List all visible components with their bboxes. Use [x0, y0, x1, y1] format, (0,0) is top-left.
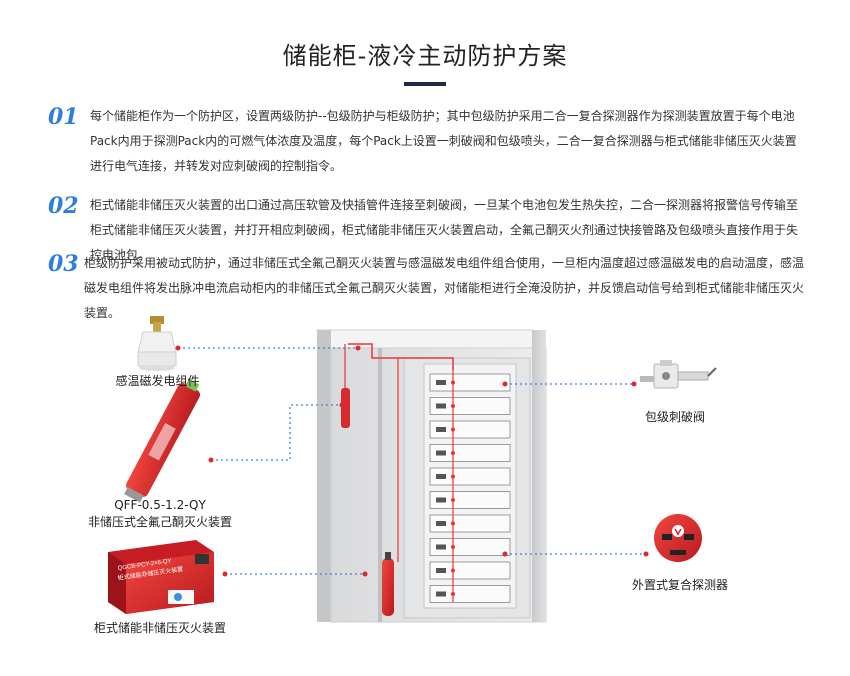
pack-handle — [436, 497, 446, 503]
item-number: 03 — [48, 251, 79, 277]
item-number: 02 — [48, 193, 79, 219]
battery-pack — [429, 538, 511, 556]
battery-pack — [429, 444, 511, 462]
title-underline — [404, 82, 446, 86]
detector-icon — [654, 514, 702, 562]
item-text: 柜式储能非储压灭火装置的出口通过高压软管及快插管件连接至刺破阀，一旦某个电池包发… — [90, 198, 799, 262]
pack-handle — [436, 474, 446, 479]
pack-handle — [436, 450, 446, 456]
pack-handle — [436, 403, 446, 409]
battery-pack — [429, 491, 511, 509]
label-pierce-valve: 包级刺破阀 — [644, 410, 705, 424]
connectors — [178, 347, 646, 575]
label-qff-name: 非储压式全氟己酮灭火装置 — [87, 515, 232, 529]
label-cabinet-device: 柜式储能非储压灭火装置 — [93, 621, 226, 635]
battery-pack — [429, 420, 511, 439]
battery-pack — [429, 397, 511, 415]
label-detector: 外置式复合探测器 — [631, 578, 728, 592]
item-text: 每个储能柜作为一个防护区，设置两级防护--包级防护与柜级防护；其中包级防护采用二… — [90, 109, 797, 173]
pack-handle — [436, 544, 446, 550]
cabinet-cylinder-icon — [382, 558, 394, 616]
connector-dots — [175, 345, 649, 577]
battery-pack — [429, 467, 511, 486]
pack-handle — [436, 521, 446, 526]
thermal-magnetic-icon — [137, 316, 177, 371]
qff-device-icon — [124, 378, 201, 503]
cabinet-right-wall — [532, 330, 546, 622]
page-title: 储能柜-液冷主动防护方案 — [282, 42, 568, 70]
storage-cabinet — [315, 329, 548, 623]
pack-handle — [436, 591, 446, 597]
pierce-valve-icon — [640, 360, 717, 389]
cabinet-device-icon: QGCB-PCY-2×6-QY 柜式储能非储压灭火装置 — [108, 540, 214, 614]
item-number: 01 — [48, 104, 79, 130]
cabinet-left-wall — [317, 330, 331, 622]
pack-handle — [436, 380, 446, 385]
label-thermal-magnetic: 感温磁发电组件 — [115, 374, 200, 388]
pack-handle — [436, 568, 446, 573]
item-text: 柜级防护采用被动式防护，通过非储压式全氟己酮灭火装置与感温磁发电组件组合使用，一… — [84, 256, 805, 320]
cabinet-partition — [378, 348, 382, 622]
battery-pack — [429, 373, 511, 392]
pipe-top — [348, 343, 454, 370]
system-diagram: QGCB-PCY-2×6-QY 柜式储能非储压灭火装置 — [108, 316, 717, 623]
battery-packs — [429, 373, 511, 603]
battery-pack — [429, 561, 511, 580]
cabinet-qff-device — [341, 388, 350, 428]
pack-handle — [436, 427, 446, 432]
label-qff-model: QFF-0.5-1.2-QY — [114, 498, 206, 512]
battery-pack — [429, 514, 511, 533]
battery-pack — [429, 585, 511, 603]
